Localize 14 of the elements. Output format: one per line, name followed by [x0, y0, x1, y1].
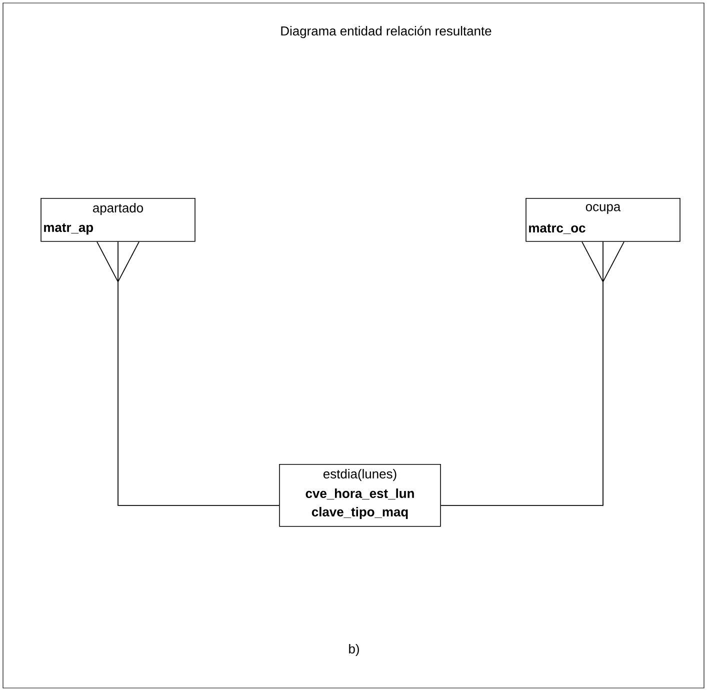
attribute-text: cve_hora_est_lun — [306, 488, 414, 500]
entity-box — [526, 198, 680, 242]
entity-name: apartado — [93, 202, 144, 216]
attribute-text: matr_ap — [44, 223, 94, 235]
entity-name: estdia(lunes) — [323, 468, 396, 482]
attribute-text: matrc_oc — [529, 224, 586, 234]
relationship-line — [440, 241, 624, 506]
attribute-text: clave_tipo_maq — [312, 506, 408, 520]
entity-box — [279, 464, 441, 527]
title: Diagrama entidad relación resultante — [281, 26, 492, 38]
entity-box — [40, 198, 196, 242]
relationship-line — [96, 241, 280, 506]
entity-name: ocupa — [586, 204, 621, 214]
panel-label: b) — [349, 644, 359, 656]
